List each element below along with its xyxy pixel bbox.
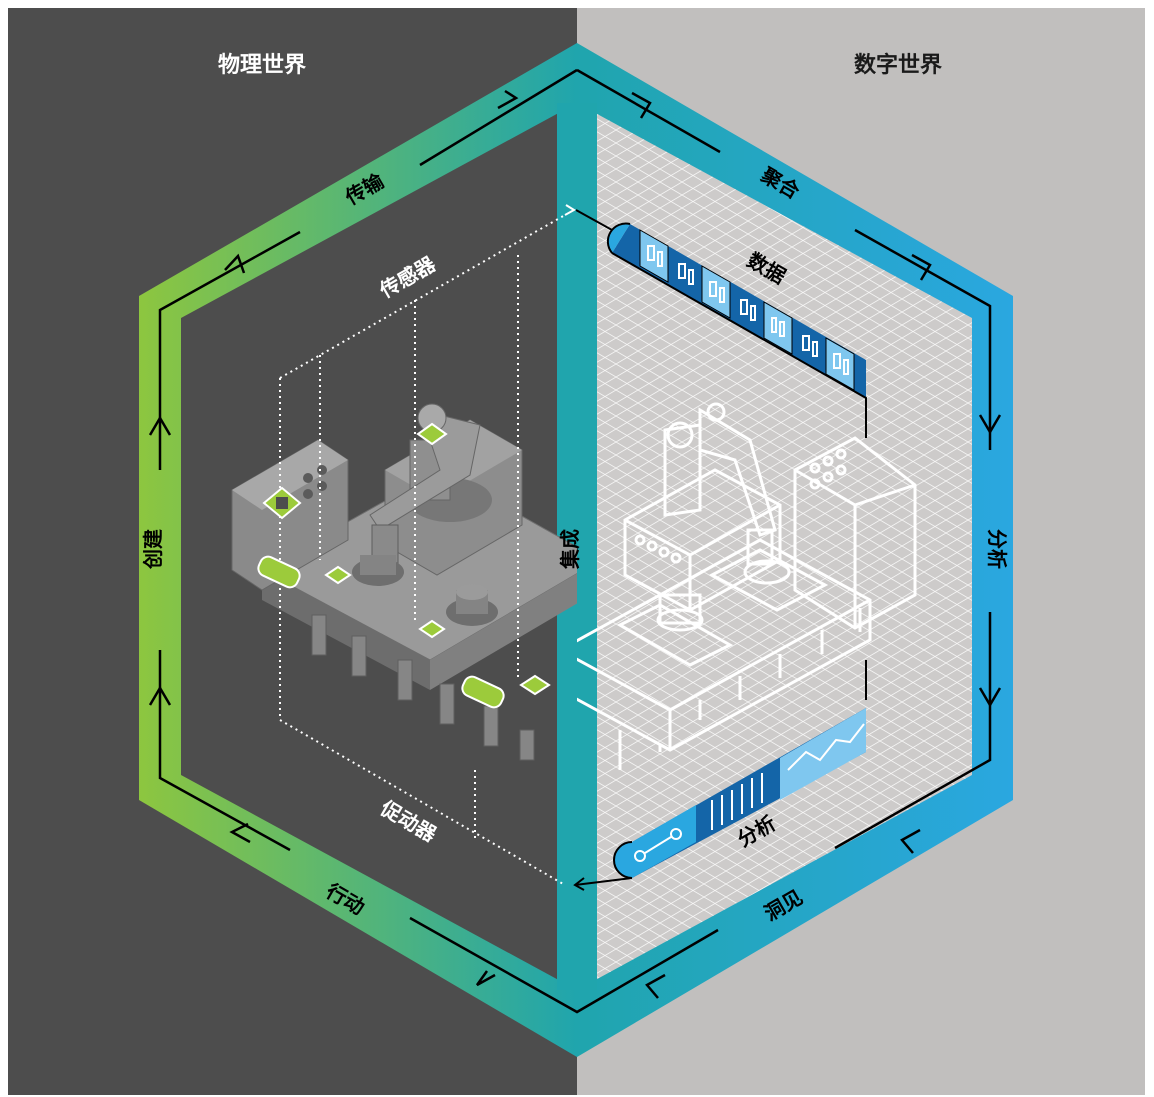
robot-arm-icon (663, 402, 777, 566)
physical-world-heading: 物理世界 (218, 52, 306, 78)
line-chart-icon (573, 660, 867, 891)
sensor-icon (262, 422, 551, 696)
control-panel-icon (793, 436, 917, 630)
arrow-icon (148, 89, 1002, 999)
stage-create: 创建 (141, 529, 165, 570)
actuator-icon (257, 555, 505, 709)
binary-data-icon (575, 209, 867, 438)
arrow-icon (564, 204, 576, 216)
integration-label: 集成 (558, 529, 582, 570)
stage-analyze: 分析 (985, 529, 1009, 569)
conveyor-icon (231, 403, 577, 761)
robot-arm-icon (369, 403, 492, 564)
digital-twin-machine (577, 402, 917, 770)
digital-world-heading: 数字世界 (854, 52, 942, 78)
